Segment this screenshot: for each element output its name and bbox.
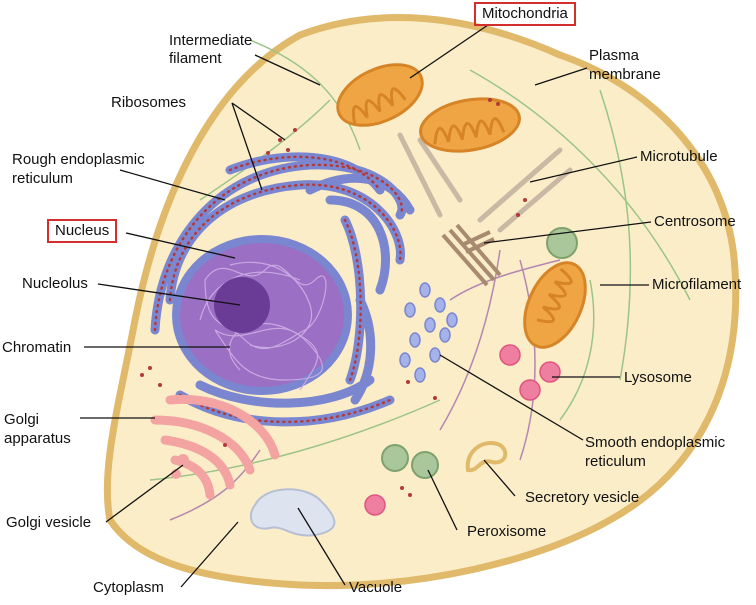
mitochondrion-2 bbox=[419, 97, 521, 153]
rough-er-label-line1: Rough endoplasmic bbox=[12, 151, 145, 168]
ribosomes-label: Ribosomes bbox=[111, 94, 187, 111]
microfilament-label: Microfilament bbox=[652, 276, 742, 293]
lysosome-label: Lysosome bbox=[624, 369, 692, 386]
golgi-vesicle-shape-1 bbox=[177, 454, 189, 466]
peroxisome-label: Peroxisome bbox=[467, 523, 547, 540]
microtubules bbox=[397, 132, 573, 233]
nucleolus-label: Nucleolus bbox=[22, 275, 88, 292]
nucleus-label: Nucleus bbox=[47, 219, 118, 243]
intermediate-filament-label-line1: Intermediate bbox=[169, 32, 253, 49]
secretory-vesicle-label: Secretory vesicle bbox=[525, 489, 640, 506]
chromatin bbox=[199, 261, 327, 391]
leader-lines bbox=[80, 24, 652, 588]
mitochondria-label: Mitochondria bbox=[474, 2, 576, 26]
rough-er-label-line2: reticulum bbox=[12, 170, 73, 187]
plasma-membrane-label-line1: Plasma bbox=[589, 47, 640, 64]
plasma-membrane-label-line2: membrane bbox=[589, 66, 661, 83]
golgi-vesicle-label: Golgi vesicle bbox=[6, 514, 92, 531]
cytoplasm-label: Cytoplasm bbox=[93, 579, 164, 596]
centrosome-vesicle bbox=[546, 227, 578, 259]
mitochondrion-1 bbox=[336, 63, 424, 127]
centrosome-label: Centrosome bbox=[654, 213, 736, 230]
vacuole bbox=[249, 488, 336, 537]
nucleolus bbox=[214, 277, 270, 333]
centrosome bbox=[441, 223, 502, 287]
free-ribosomes bbox=[140, 98, 527, 497]
golgi-apparatus-label-line2: apparatus bbox=[4, 430, 71, 447]
chromatin-label: Chromatin bbox=[2, 339, 72, 356]
mitochondrion-3 bbox=[523, 261, 587, 349]
peroxisome-1 bbox=[381, 444, 409, 472]
peroxisome-2 bbox=[411, 451, 439, 479]
microtubule-label: Microtubule bbox=[640, 148, 718, 165]
golgi-apparatus-label-line1: Golgi bbox=[4, 411, 40, 428]
secretory-vesicle bbox=[465, 441, 508, 473]
smooth-er bbox=[399, 282, 458, 383]
lysosomes bbox=[364, 344, 561, 516]
smooth-er-label-line2: reticulum bbox=[585, 453, 646, 470]
vacuole-label: Vacuole bbox=[349, 579, 403, 596]
intermediate-filament-label-line2: filament bbox=[169, 50, 222, 67]
smooth-er-label-line1: Smooth endoplasmic bbox=[585, 434, 726, 451]
